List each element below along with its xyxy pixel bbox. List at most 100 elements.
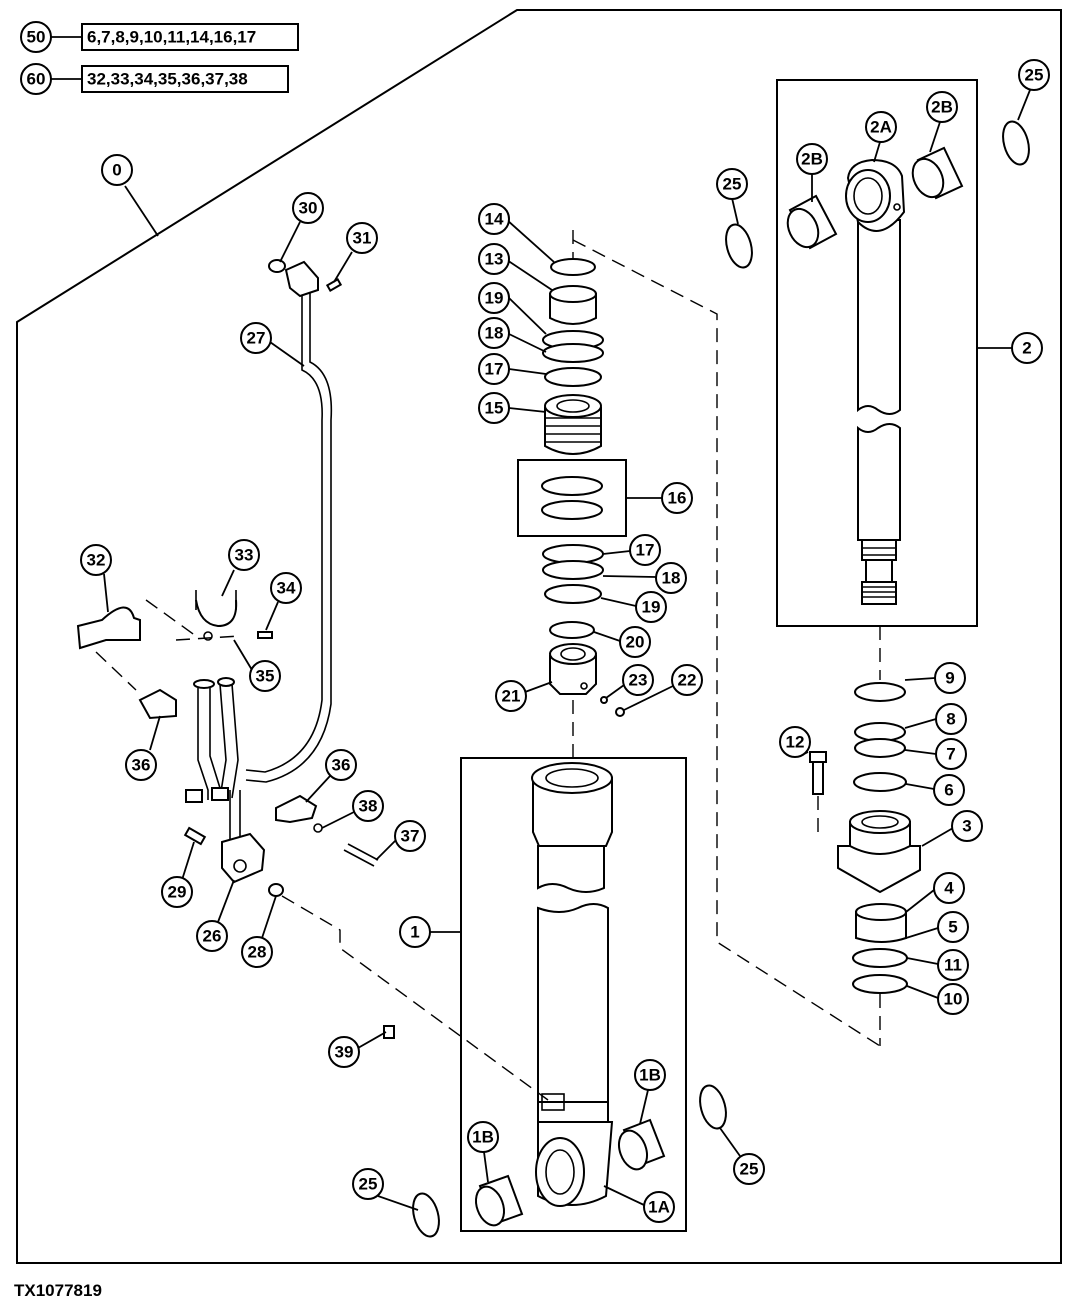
svg-text:10: 10 — [944, 990, 963, 1009]
callout-14: 14 — [478, 203, 510, 235]
dust-seal-25-lowerright — [699, 1084, 727, 1130]
gland-parts — [809, 682, 921, 994]
barrel-bushing-1B-left — [474, 1174, 524, 1227]
svg-text:7: 7 — [946, 745, 955, 764]
callout-3: 3 — [951, 810, 983, 842]
callout-35: 35 — [249, 660, 281, 692]
svg-text:14: 14 — [485, 210, 504, 229]
callout-38: 38 — [352, 790, 384, 822]
svg-text:17: 17 — [636, 541, 655, 560]
kit-60: 60 32,33,34,35,36,37,38 — [20, 63, 289, 95]
svg-text:39: 39 — [335, 1043, 354, 1062]
callout-10: 10 — [937, 983, 969, 1015]
callout-2A: 2A — [865, 111, 897, 143]
callout-37: 37 — [394, 820, 426, 852]
port-dashline — [281, 895, 549, 1101]
svg-text:1: 1 — [410, 923, 419, 942]
callout-21: 21 — [495, 680, 527, 712]
callout-9: 9 — [934, 662, 966, 694]
piston-ring-16 — [541, 476, 603, 520]
callout-28: 28 — [241, 936, 273, 968]
callout-36-right: 36 — [325, 749, 357, 781]
svg-text:35: 35 — [256, 667, 275, 686]
svg-text:0: 0 — [112, 161, 121, 180]
svg-text:13: 13 — [485, 250, 504, 269]
barrel-bushing-1B-right — [617, 1118, 666, 1171]
svg-text:30: 30 — [299, 199, 318, 218]
callout-5: 5 — [937, 911, 969, 943]
svg-text:36: 36 — [332, 756, 351, 775]
svg-text:2A: 2A — [870, 118, 892, 137]
svg-text:28: 28 — [248, 943, 267, 962]
svg-text:6: 6 — [944, 781, 953, 800]
svg-text:2: 2 — [1022, 339, 1031, 358]
callout-16: 16 — [661, 482, 693, 514]
svg-text:34: 34 — [277, 579, 296, 598]
callout-11: 11 — [937, 949, 969, 981]
callout-19-top: 19 — [478, 282, 510, 314]
clamps-36-37-38 — [138, 688, 395, 1039]
callouts: 0 30 31 27 32 33 34 35 36 36 38 37 — [80, 59, 1050, 1223]
kit-16-box — [517, 459, 627, 537]
svg-text:32: 32 — [87, 551, 106, 570]
callout-2B-right: 2B — [926, 91, 958, 123]
callout-26: 26 — [196, 920, 228, 952]
svg-text:25: 25 — [723, 175, 742, 194]
kit-60-parts: 32,33,34,35,36,37,38 — [87, 70, 248, 89]
svg-text:37: 37 — [401, 827, 420, 846]
callout-13: 13 — [478, 243, 510, 275]
svg-text:17: 17 — [485, 360, 504, 379]
figure-id: TX1077819 — [14, 1281, 102, 1300]
svg-text:33: 33 — [235, 546, 254, 565]
svg-text:18: 18 — [485, 324, 504, 343]
callout-1A: 1A — [643, 1191, 675, 1223]
pipe-flange-dashline — [145, 599, 197, 637]
svg-text:25: 25 — [359, 1175, 378, 1194]
callout-15: 15 — [478, 392, 510, 424]
callout-23: 23 — [622, 664, 654, 696]
callout-7: 7 — [935, 738, 967, 770]
dust-seal-25-upper — [725, 223, 753, 269]
svg-text:5: 5 — [948, 918, 957, 937]
callout-17-top: 17 — [478, 353, 510, 385]
svg-text:2B: 2B — [801, 150, 823, 169]
svg-text:2B: 2B — [931, 98, 953, 117]
callout-1B-right: 1B — [634, 1059, 666, 1091]
svg-text:1B: 1B — [639, 1066, 661, 1085]
svg-text:12: 12 — [786, 733, 805, 752]
callout-22: 22 — [671, 664, 703, 696]
piston-nut-21 — [549, 643, 597, 695]
svg-text:18: 18 — [662, 569, 681, 588]
rod-assembly-box — [776, 79, 978, 627]
pipe-27 — [245, 290, 333, 783]
callout-18-mid: 18 — [655, 562, 687, 594]
callout-19-mid: 19 — [635, 591, 667, 623]
kit-50-parts: 6,7,8,9,10,11,14,16,17 — [87, 28, 256, 47]
callout-27: 27 — [240, 322, 272, 354]
callout-32: 32 — [80, 544, 112, 576]
callout-25-bottom: 25 — [352, 1168, 384, 1200]
callout-2: 2 — [1011, 332, 1043, 364]
callout-17-mid: 17 — [629, 534, 661, 566]
clamp-dashline — [95, 635, 241, 691]
svg-text:27: 27 — [247, 329, 266, 348]
svg-text:29: 29 — [168, 883, 187, 902]
rod-bushing-2B-right — [911, 146, 964, 200]
callout-2B-left: 2B — [796, 143, 828, 175]
svg-text:11: 11 — [944, 956, 962, 975]
svg-text:25: 25 — [740, 1160, 759, 1179]
svg-text:4: 4 — [944, 879, 954, 898]
callout-34: 34 — [270, 572, 302, 604]
svg-text:1A: 1A — [648, 1198, 670, 1217]
svg-text:3: 3 — [962, 817, 971, 836]
kit-60-number: 60 — [27, 70, 46, 89]
set-screw-22-23 — [600, 696, 625, 717]
clamps-32-33-34-35 — [76, 590, 273, 650]
svg-text:1B: 1B — [472, 1128, 494, 1147]
svg-text:16: 16 — [668, 489, 687, 508]
callout-31: 31 — [346, 222, 378, 254]
kit-50: 50 6,7,8,9,10,11,14,16,17 — [20, 21, 299, 53]
assembly-frame — [16, 9, 1062, 1264]
barrel-part — [531, 762, 614, 1207]
